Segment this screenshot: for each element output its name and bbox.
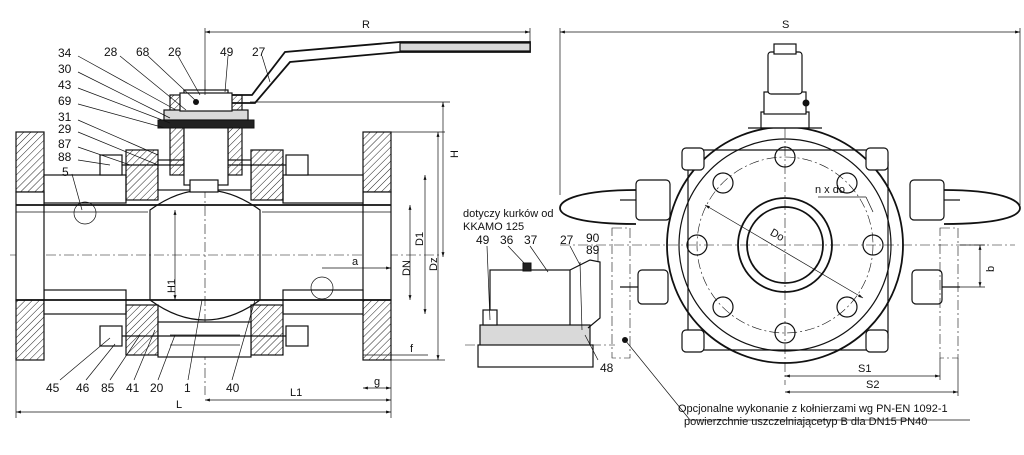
dim-label-D1: D1 [414, 232, 426, 246]
part-label: 5 [62, 165, 69, 179]
part-label: 30 [58, 62, 72, 76]
dim-label-H1: H1 [166, 279, 178, 293]
part-label: 49 [220, 45, 234, 59]
note-text: KKAMO 125 [463, 221, 524, 233]
footnote-text: powierzchnie uszczelniającetyp B dla DN1… [684, 416, 927, 428]
part-label: 36 [500, 233, 514, 247]
part-label: 20 [150, 381, 164, 395]
note-text: dotyczy kurków od [463, 208, 553, 220]
dim-label-S1: S1 [858, 363, 871, 375]
part-label: 46 [76, 381, 90, 395]
part-label: 68 [136, 45, 150, 59]
part-label: 27 [560, 233, 574, 247]
part-label: 29 [58, 122, 72, 136]
part-label: 43 [58, 78, 72, 92]
dim-label-nxdo: n x do [815, 184, 845, 196]
dim-label-S2: S2 [866, 379, 879, 391]
dim-label-H: H [449, 150, 461, 158]
part-label: 34 [58, 46, 72, 60]
part-label: 28 [104, 45, 118, 59]
dim-label-a: a [352, 256, 359, 268]
dim-label-DN: DN [401, 260, 413, 276]
part-label: 26 [168, 45, 182, 59]
part-label: 41 [126, 381, 140, 395]
dim-label-R: R [362, 19, 370, 31]
part-label: 87 [58, 137, 72, 151]
part-label: 49 [476, 233, 490, 247]
part-label: 90 [586, 231, 600, 245]
dim-label-L1: L1 [290, 387, 302, 399]
dim-label-b: b [985, 266, 997, 272]
middle-detail-view: dotyczy kurków od KKAMO 125 49 36 37 27 … [463, 208, 615, 375]
dim-label-S: S [782, 19, 789, 31]
right-end-view: S S1 S2 b Do n x do Opcjonalne wykonanie… [559, 19, 1021, 428]
dim-label-g: g [374, 376, 380, 388]
part-label: 31 [58, 110, 72, 124]
part-label: 40 [226, 381, 240, 395]
part-label: 69 [58, 94, 72, 108]
part-label: 1 [184, 381, 191, 395]
part-label: 45 [46, 381, 60, 395]
part-label: 27 [252, 45, 266, 59]
part-label: 89 [586, 243, 600, 257]
dim-label-L: L [176, 399, 182, 411]
left-section-view: 34 30 43 69 31 29 87 88 5 28 68 26 49 27… [10, 19, 531, 418]
dim-label-f: f [410, 343, 414, 355]
dim-label-Do: Do [768, 227, 786, 244]
part-label: 48 [600, 361, 614, 375]
dim-label-Dz: Dz [428, 258, 440, 271]
part-label: 88 [58, 150, 72, 164]
footnote-text: Opcjonalne wykonanie z kołnierzami wg PN… [678, 403, 948, 415]
part-label: 37 [524, 233, 538, 247]
part-label: 85 [101, 381, 115, 395]
